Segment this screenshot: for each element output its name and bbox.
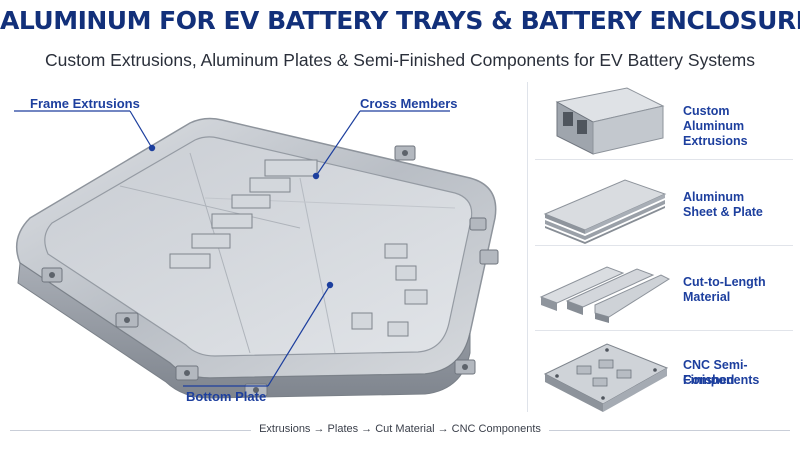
- bar-stock-icon: [539, 266, 671, 323]
- callout-bottom-plate: Bottom Plate: [186, 389, 267, 404]
- panel-label-line2: Material: [683, 290, 731, 304]
- callout-frame-extrusions: Frame Extrusions: [30, 96, 140, 111]
- battery-tray-illustration: Frame Extrusions Cross Members Bottom Pl…: [0, 78, 525, 418]
- footer-line-left: [10, 430, 265, 431]
- footer-line-right: [535, 430, 790, 431]
- panel-separator: [535, 330, 793, 331]
- panel-label-line1: Custom: [683, 104, 730, 118]
- panel-custom-extrusions: Custom Aluminum Extrusions: [535, 82, 793, 160]
- machined-housing-icon: [543, 343, 669, 412]
- panel-label-line2: Aluminum Extrusions: [683, 119, 748, 148]
- panel-cut-to-length: Cut-to-Length Material: [535, 253, 793, 331]
- page-title: ALUMINUM FOR EV BATTERY TRAYS & BATTERY …: [0, 6, 800, 35]
- panel-label-line1: Cut-to-Length: [683, 275, 766, 289]
- panel-label-line2: Components: [683, 373, 760, 387]
- panel-separator: [535, 245, 793, 246]
- panel-label-line1: Aluminum: [683, 190, 745, 204]
- sheet-stack-icon: [543, 179, 667, 244]
- extrusion-profile-icon: [555, 87, 665, 155]
- panel-cnc-components: CNC Semi-Finished Components: [535, 336, 793, 416]
- panel-label-line2: Sheet & Plate: [683, 205, 763, 219]
- panel-sheet-plate: Aluminum Sheet & Plate: [535, 168, 793, 246]
- battery-tray-graphic: [14, 110, 499, 399]
- callout-cross-members: Cross Members: [360, 96, 458, 111]
- panel-divider: [527, 82, 528, 412]
- footer-flow-text: Extrusions → Plates → Cut Material → CNC…: [251, 423, 549, 435]
- panel-separator: [535, 159, 793, 160]
- footer-process-flow: Extrusions → Plates → Cut Material → CNC…: [0, 423, 800, 435]
- panel-label-line1: CNC Semi-Finished: [683, 358, 748, 387]
- page-subtitle: Custom Extrusions, Aluminum Plates & Sem…: [45, 50, 755, 70]
